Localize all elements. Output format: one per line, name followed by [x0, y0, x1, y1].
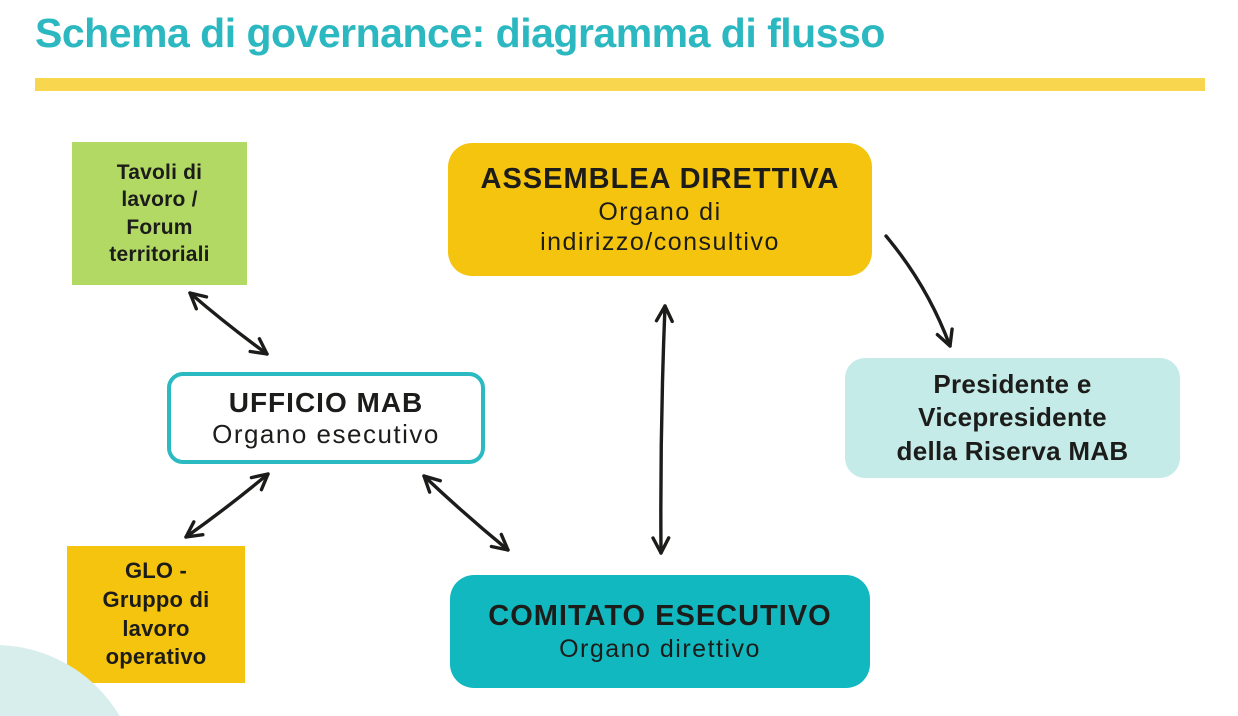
node-tavoli-line: Tavoli di [116, 160, 203, 184]
arrow-ufficio-comitato [422, 474, 510, 552]
node-presidente-line: Presidente e [933, 369, 1092, 400]
node-comitato-esecutivo: COMITATO ESECUTIVO Organo direttivo [450, 575, 870, 688]
node-assemblea-title: ASSEMBLEA DIRETTIVA [480, 163, 840, 196]
node-ufficio-mab: UFFICIO MAB Organo esecutivo [167, 372, 485, 464]
node-ufficio-title: UFFICIO MAB [228, 386, 424, 418]
node-glo-line: lavoro [122, 615, 190, 641]
title-underline [35, 78, 1205, 91]
node-glo-line: Gruppo di [102, 586, 210, 612]
arrow-ufficio-glo [184, 472, 270, 539]
node-assemblea-subtitle-line: Organo di [598, 197, 722, 226]
node-presidente-line: Vicepresidente [918, 402, 1107, 433]
arrow-tavoli-ufficio [188, 291, 269, 356]
node-presidente-vicepresidente: Presidente e Vicepresidente della Riserv… [845, 358, 1180, 478]
node-ufficio-subtitle: Organo esecutivo [212, 419, 440, 450]
arrow-assemblea-comitato [651, 304, 674, 555]
node-comitato-title: COMITATO ESECUTIVO [488, 600, 832, 633]
node-tavoli-di-lavoro: Tavoli di lavoro / Forum territoriali [72, 142, 247, 285]
node-assemblea-direttiva: ASSEMBLEA DIRETTIVA Organo di indirizzo/… [448, 143, 872, 276]
arrow-assemblea-presidente [884, 234, 954, 348]
page-title: Schema di governance: diagramma di fluss… [35, 10, 885, 56]
node-glo-line: GLO - [124, 558, 188, 584]
node-comitato-subtitle: Organo direttivo [559, 634, 761, 663]
node-tavoli-line: territoriali [109, 242, 210, 266]
node-tavoli-line: Forum [126, 215, 193, 239]
node-tavoli-line: lavoro / [121, 188, 198, 212]
node-glo-gruppo-lavoro: GLO - Gruppo di lavoro operativo [67, 546, 245, 683]
node-assemblea-subtitle-line: indirizzo/consultivo [540, 227, 780, 256]
node-presidente-line: della Riserva MAB [896, 435, 1129, 466]
node-glo-line: operativo [105, 644, 207, 670]
